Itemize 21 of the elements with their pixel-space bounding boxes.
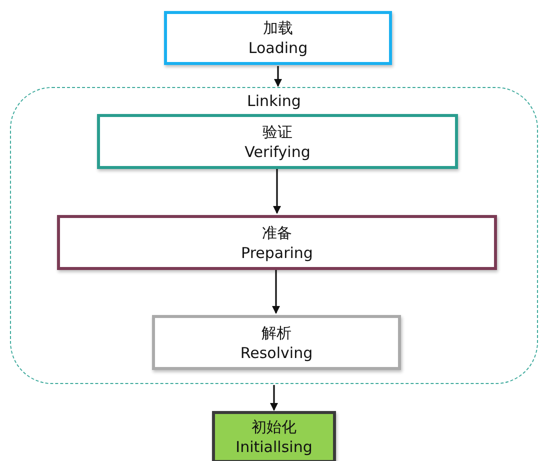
box-label: Initiallsing <box>236 437 312 457</box>
arrow <box>270 385 278 411</box>
process-box <box>152 315 401 370</box>
process-box <box>97 114 458 169</box>
box-title: 加载 <box>263 18 293 38</box>
box-label: Loading <box>248 38 308 58</box>
box-label: Preparing <box>241 242 313 262</box>
box-title: 准备 <box>262 222 292 242</box>
box-title: 初始化 <box>252 417 296 437</box>
arrow <box>274 66 282 87</box>
process-box <box>212 411 336 461</box>
arrow <box>272 270 280 314</box>
process-box <box>57 215 497 270</box>
box-title: 验证 <box>262 122 292 142</box>
box-label: Verifying <box>244 142 310 162</box>
process-box <box>164 11 392 65</box>
box-title: 解析 <box>262 322 292 342</box>
box-label: Resolving <box>240 342 313 362</box>
arrow <box>273 169 281 214</box>
box-label: Linking <box>247 91 301 111</box>
group-frame <box>10 87 538 384</box>
